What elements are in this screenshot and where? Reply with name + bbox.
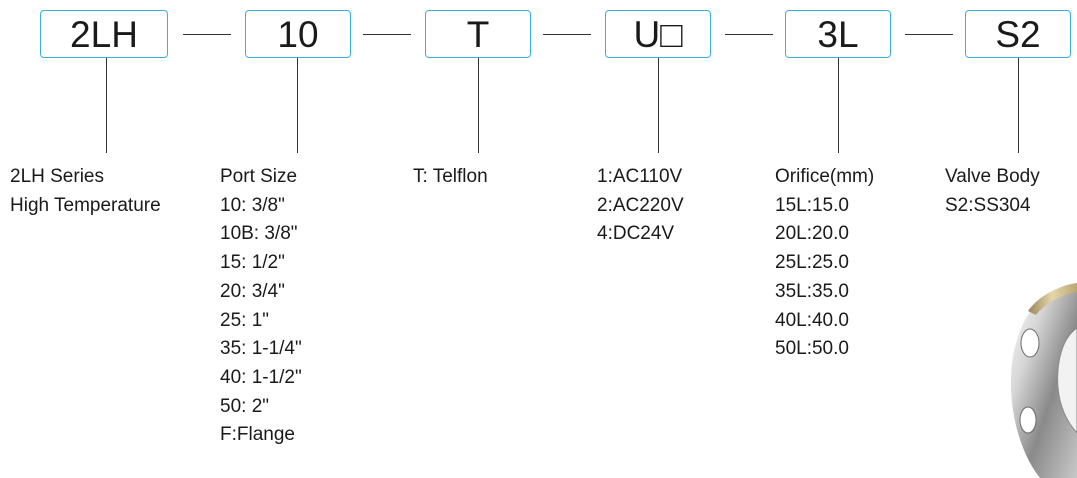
orifice-option: 35L:35.0 bbox=[775, 280, 849, 302]
series-line: 2LH Series bbox=[10, 166, 104, 187]
code-box-series: 2LH bbox=[40, 10, 168, 58]
code-series: 2LH bbox=[70, 13, 138, 55]
valve-body-option: S2:SS304 bbox=[945, 194, 1031, 216]
series-line: High Temperature bbox=[10, 194, 161, 216]
port-size-option: 40: 1-1/2" bbox=[220, 366, 302, 388]
orifice-option: 25L:25.0 bbox=[775, 252, 849, 274]
separator-dash bbox=[363, 34, 411, 35]
port-size-option: 20: 3/4" bbox=[220, 280, 285, 302]
code-box-voltage: U□ bbox=[605, 10, 711, 58]
port-size-option: F:Flange bbox=[220, 424, 295, 446]
port-size-option: 25: 1" bbox=[220, 309, 270, 331]
voltage-option: 2:AC220V bbox=[597, 194, 684, 216]
separator-dash bbox=[543, 34, 591, 35]
code-box-orifice: 3L bbox=[785, 10, 891, 58]
separator-dash bbox=[725, 34, 773, 35]
code-box-seal: T bbox=[425, 10, 531, 58]
code-orifice: 3L bbox=[817, 13, 859, 55]
orifice-heading: Orifice(mm) bbox=[775, 166, 875, 187]
connector-line bbox=[1018, 58, 1019, 153]
code-seal: T bbox=[466, 13, 490, 55]
connector-line bbox=[297, 58, 298, 153]
code-box-port: 10 bbox=[245, 10, 351, 58]
code-box-body: S2 bbox=[965, 10, 1071, 58]
port-size-option: 10B: 3/8" bbox=[220, 223, 298, 245]
valve-body-list: Valve Body S2:SS304 bbox=[945, 163, 1040, 220]
seal-description: T: Telflon bbox=[413, 163, 488, 192]
series-description: 2LH Series High Temperature bbox=[10, 163, 161, 220]
orifice-list: Orifice(mm) 15L:15.0 20L:20.0 25L:25.0 3… bbox=[775, 163, 874, 364]
port-size-option: 50: 2" bbox=[220, 395, 270, 417]
code-voltage: U□ bbox=[633, 13, 683, 55]
connector-line bbox=[478, 58, 479, 153]
separator-dash bbox=[183, 34, 231, 35]
port-size-heading: Port Size bbox=[220, 166, 298, 187]
orifice-option: 15L:15.0 bbox=[775, 194, 849, 216]
voltage-list: 1:AC110V 2:AC220V 4:DC24V bbox=[597, 163, 684, 249]
flange-valve-image bbox=[1010, 283, 1077, 478]
seal-option: T: Telflon bbox=[413, 166, 488, 187]
connector-line bbox=[838, 58, 839, 153]
port-size-option: 10: 3/8" bbox=[220, 194, 285, 216]
voltage-option: 4:DC24V bbox=[597, 223, 675, 245]
port-size-option: 35: 1-1/4" bbox=[220, 338, 302, 360]
connector-line bbox=[106, 58, 107, 153]
port-size-list: Port Size 10: 3/8" 10B: 3/8" 15: 1/2" 20… bbox=[220, 163, 302, 450]
separator-dash bbox=[905, 34, 953, 35]
orifice-option: 20L:20.0 bbox=[775, 223, 849, 245]
code-port: 10 bbox=[277, 13, 319, 55]
valve-body-heading: Valve Body bbox=[945, 166, 1040, 187]
connector-line bbox=[658, 58, 659, 153]
code-body: S2 bbox=[995, 13, 1041, 55]
orifice-option: 40L:40.0 bbox=[775, 309, 849, 331]
port-size-option: 15: 1/2" bbox=[220, 252, 285, 274]
orifice-option: 50L:50.0 bbox=[775, 338, 849, 360]
voltage-option: 1:AC110V bbox=[597, 166, 683, 187]
